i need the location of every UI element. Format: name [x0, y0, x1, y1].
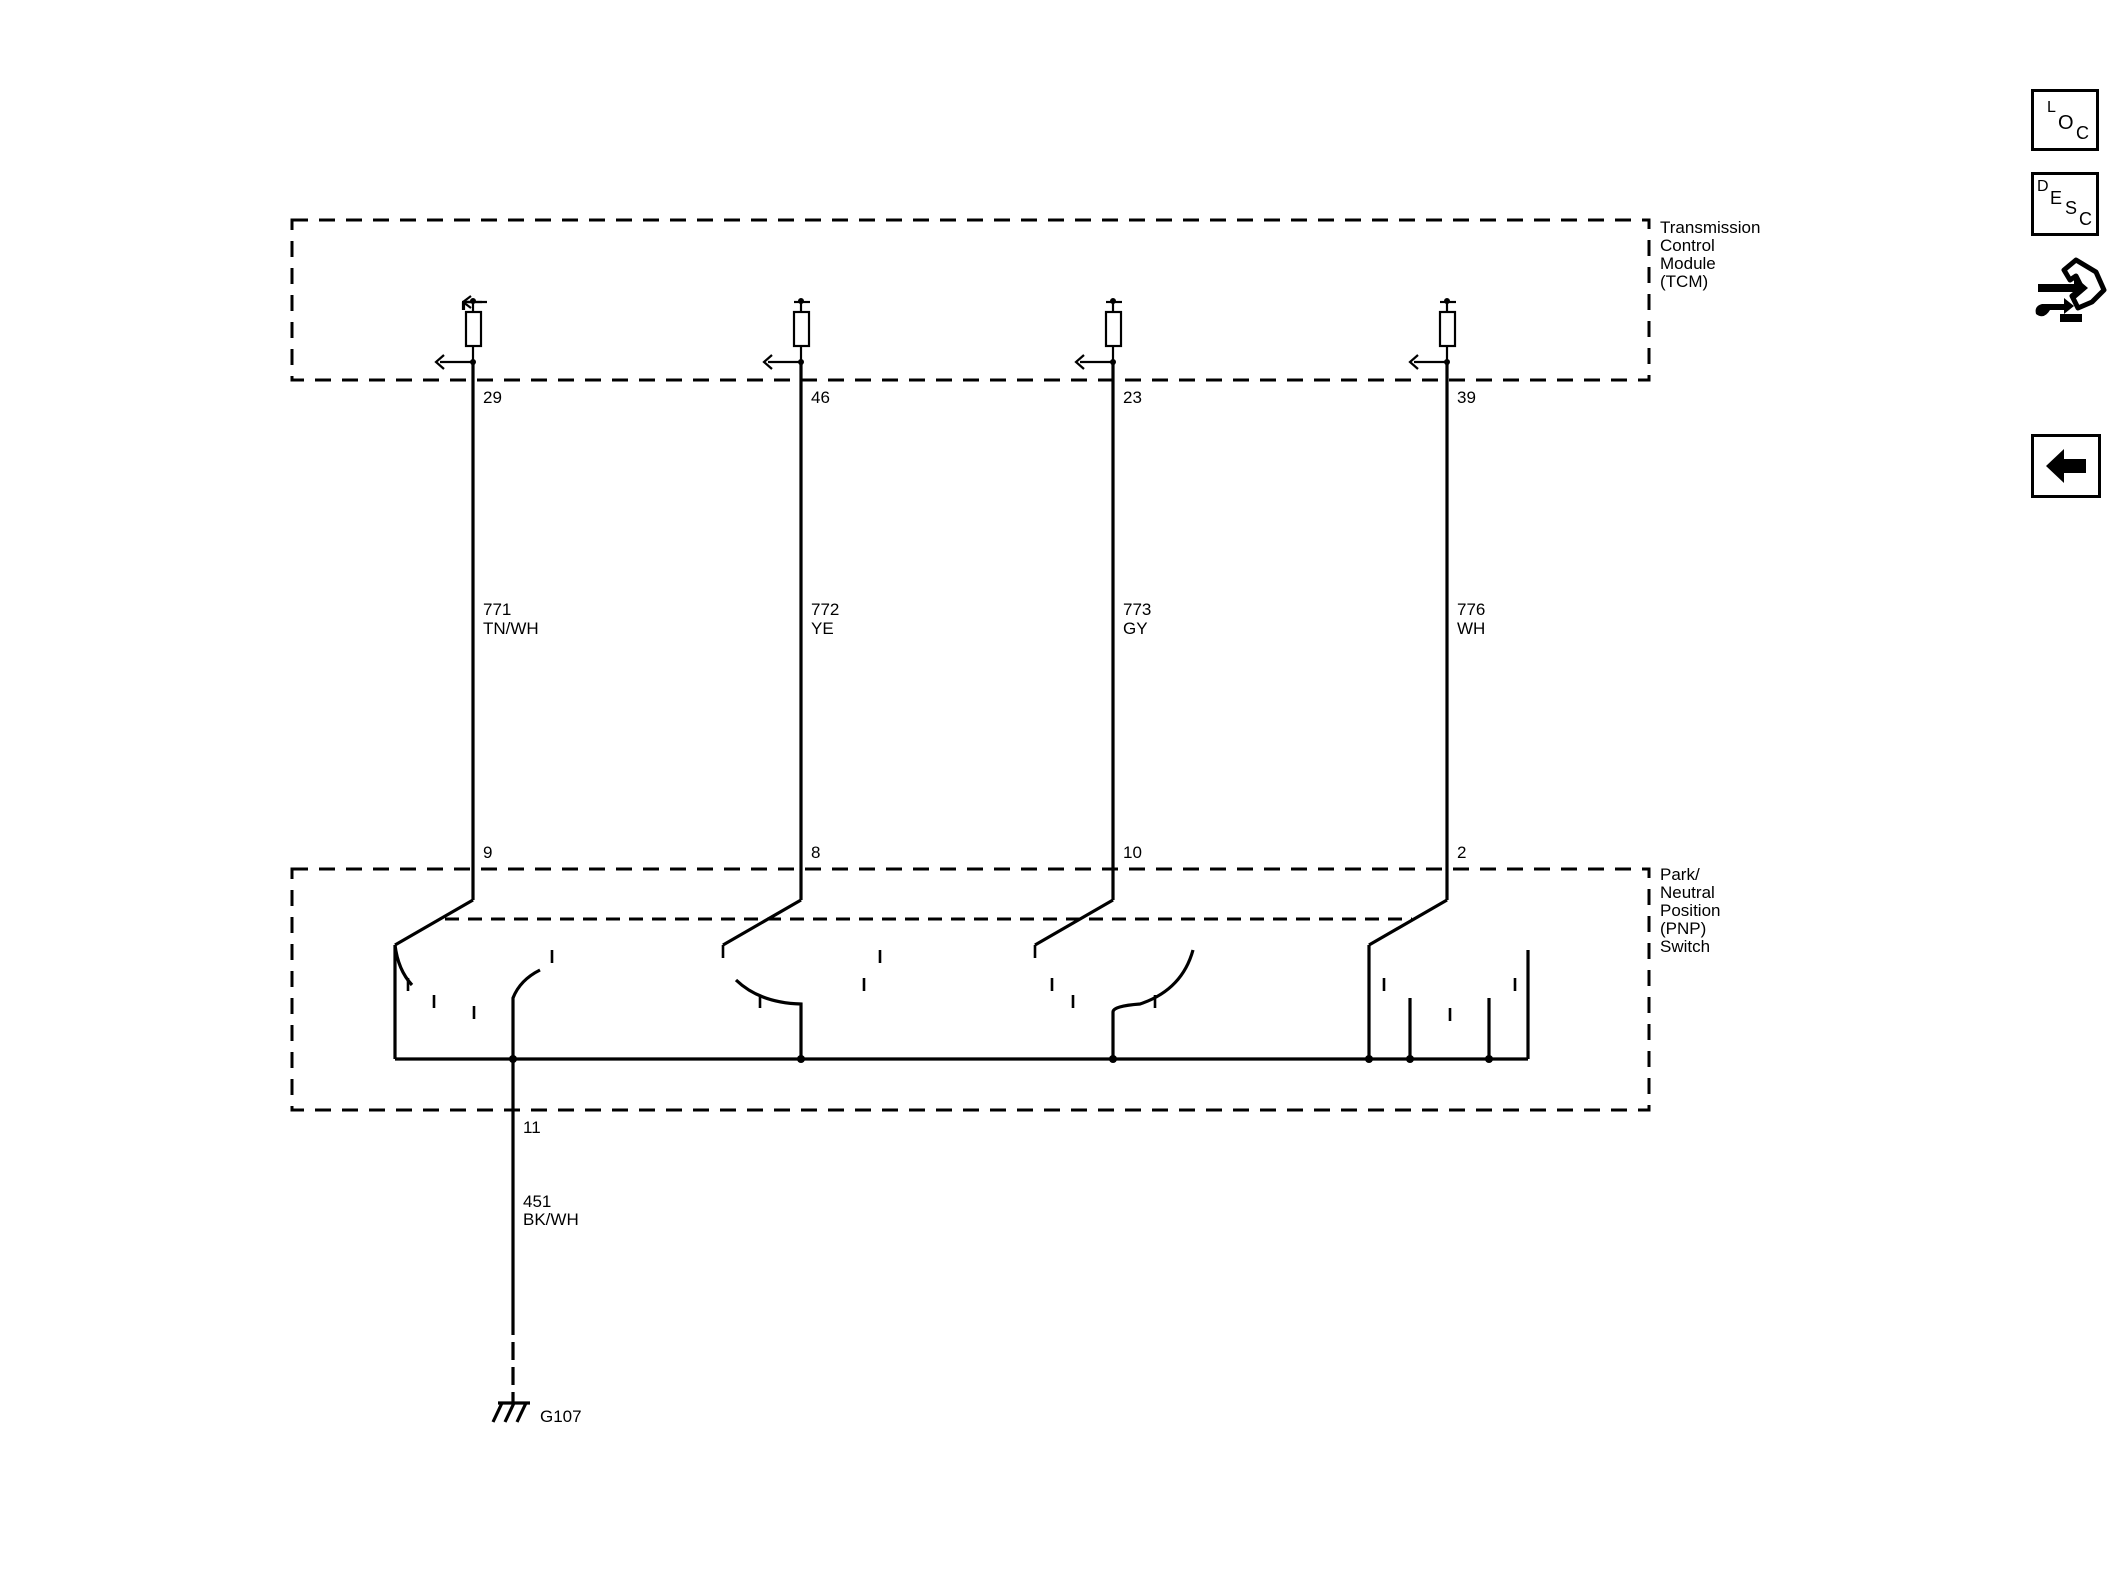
- pnp-label-line: Switch: [1660, 937, 1710, 956]
- desc-letter: S: [2065, 198, 2078, 218]
- circuit-number: 772: [811, 600, 839, 619]
- circuit-number: 773: [1123, 600, 1151, 619]
- wire-color: WH: [1457, 619, 1485, 638]
- ground-circuit-number: 451: [523, 1192, 551, 1211]
- switch-pin-label: 2: [1457, 843, 1466, 862]
- desc-letter: E: [2050, 188, 2063, 208]
- tcm-label-line: Transmission: [1660, 218, 1760, 237]
- tcm-label-line: (TCM): [1660, 272, 1708, 291]
- pnp-label-line: Park/: [1660, 865, 1700, 884]
- ground-wire-color: BK/WH: [523, 1210, 579, 1229]
- switch-pin-label: 10: [1123, 843, 1142, 862]
- tcm-pin-label: 29: [483, 388, 502, 407]
- connector-end-view-icon: [2035, 257, 2107, 322]
- wire-color: GY: [1123, 619, 1148, 638]
- ground-id: G107: [540, 1407, 582, 1426]
- ground-switch-pin: 11: [523, 1118, 541, 1137]
- tcm-pin-label: 23: [1123, 388, 1142, 407]
- circuit-number: 771: [483, 600, 511, 619]
- pnp-switch-label: Park/ Neutral Position (PNP) Switch: [1660, 865, 1725, 956]
- wire-color: TN/WH: [483, 619, 539, 638]
- back-button[interactable]: [2031, 434, 2101, 498]
- loc-letter: O: [2058, 112, 2074, 134]
- wire-color: YE: [811, 619, 834, 638]
- pnp-label-line: Neutral: [1660, 883, 1715, 902]
- tcm-pin-label: 39: [1457, 388, 1476, 407]
- tcm-pin-label: 46: [811, 388, 830, 407]
- circuit-number: 776: [1457, 600, 1485, 619]
- tcm-label-line: Module: [1660, 254, 1716, 273]
- pnp-label-line: Position: [1660, 901, 1720, 920]
- pnp-switch-contacts: [393, 898, 1530, 1063]
- tcm-module-box: [290, 218, 1651, 382]
- circuit-772: [762, 298, 811, 900]
- pnp-label-line: (PNP): [1660, 919, 1706, 938]
- loc-letter: L: [2047, 99, 2056, 116]
- desc-letter: C: [2079, 209, 2092, 229]
- back-arrow-icon: [2046, 449, 2086, 483]
- ground-symbol-icon: [491, 1401, 530, 1423]
- tcm-label-line: Control: [1660, 236, 1715, 255]
- switch-pin-label: 8: [811, 843, 820, 862]
- location-button[interactable]: L O C: [2031, 89, 2099, 151]
- circuit-771: [434, 295, 487, 900]
- tcm-label: Transmission Control Module (TCM): [1660, 218, 1765, 291]
- pnp-switch-box: [290, 867, 1651, 1112]
- description-button[interactable]: D E S C: [2031, 172, 2099, 236]
- circuit-773: [1074, 298, 1123, 900]
- switch-pin-label: 9: [483, 843, 492, 862]
- desc-letter: D: [2037, 178, 2049, 195]
- connector-end-view-button[interactable]: [2026, 250, 2110, 334]
- circuit-776: [1408, 298, 1457, 900]
- loc-letter: C: [2076, 123, 2089, 143]
